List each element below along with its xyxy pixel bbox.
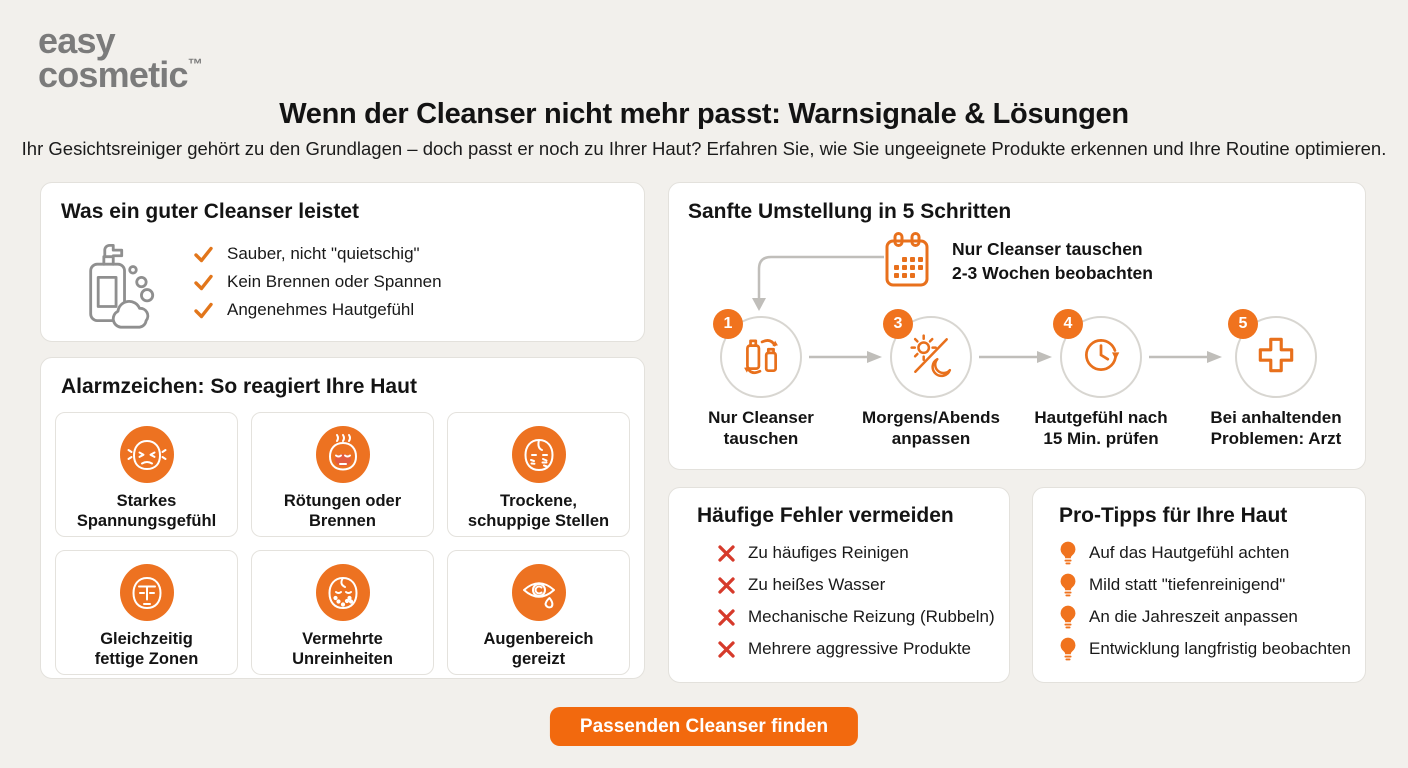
- calendar-icon: [884, 231, 930, 294]
- steps-title: Sanfte Umstellung in 5 Schritten: [688, 200, 1012, 223]
- alarm-tile-flaky: Trockene,schuppige Stellen: [447, 412, 630, 537]
- tip-item: Mild statt "tiefenreinigend": [1059, 569, 1365, 601]
- tip-item-label: Entwicklung langfristig beobachten: [1089, 639, 1351, 658]
- step-arrow-icon: [809, 351, 882, 363]
- good-cleanser-title: Was ein guter Cleanser leistet: [61, 200, 359, 223]
- face-tension-icon: [119, 426, 174, 483]
- check-item-label: Kein Brennen oder Spannen: [227, 272, 442, 291]
- irritated-eye-icon: [511, 564, 566, 621]
- tips-card: Pro-Tipps für Ihre Haut Auf das Hautgefü…: [1032, 487, 1366, 683]
- alarm-signs-card: Alarmzeichen: So reagiert Ihre Haut Star…: [40, 357, 645, 679]
- tip-item: Auf das Hautgefühl achten: [1059, 537, 1365, 569]
- check-icon: [194, 246, 213, 262]
- lightbulb-icon: [1060, 605, 1076, 629]
- step-circle: 3: [883, 309, 972, 398]
- tip-item-label: An die Jahreszeit anpassen: [1089, 607, 1298, 626]
- mistake-item-label: Zu heißes Wasser: [748, 575, 886, 594]
- lightbulb-icon: [1060, 573, 1076, 597]
- mistakes-title: Häufige Fehler vermeiden: [697, 504, 954, 527]
- step-number-badge: 5: [1228, 309, 1258, 339]
- step-circle: 1: [713, 309, 802, 398]
- bottle-swap-icon: [738, 332, 784, 383]
- tips-list: Auf das Hautgefühl achten Mild statt "ti…: [1059, 537, 1365, 665]
- steps-callout-text: Nur Cleanser tauschen 2-3 Wochen beobach…: [952, 239, 1153, 283]
- mistake-item-label: Zu häufiges Reinigen: [748, 543, 909, 562]
- face-redness-icon: [315, 426, 370, 483]
- brand-line2: cosmetic: [38, 54, 188, 96]
- check-icon: [194, 302, 213, 318]
- step-arrow-icon: [979, 351, 1052, 363]
- steps-card: Sanfte Umstellung in 5 Schritten Nur Cle…: [668, 182, 1366, 470]
- brand-line1: easy: [38, 20, 116, 61]
- good-cleanser-checklist: Sauber, nicht "quietschig" Kein Brennen …: [193, 240, 442, 335]
- mistake-item: Mechanische Reizung (Rubbeln): [717, 601, 1009, 633]
- timer-clock-icon: [1078, 332, 1124, 383]
- x-icon: [718, 640, 735, 658]
- trademark-symbol: ™: [187, 56, 203, 74]
- steps-callout: Nur Cleanser tauschen 2-3 Wochen beobach…: [884, 231, 1153, 294]
- tip-item-label: Mild statt "tiefenreinigend": [1089, 575, 1286, 594]
- page-subtitle: Ihr Gesichtsreiniger gehört zu den Grund…: [21, 138, 1387, 159]
- mistake-item: Mehrere aggressive Produkte: [717, 633, 1009, 665]
- mistakes-card: Häufige Fehler vermeiden Zu häufiges Rei…: [668, 487, 1010, 683]
- day-night-icon: [908, 332, 954, 383]
- tip-item: Entwicklung langfristig beobachten: [1059, 633, 1365, 665]
- lightbulb-icon: [1060, 541, 1076, 565]
- face-blemish-icon: [315, 564, 370, 621]
- check-icon: [194, 274, 213, 290]
- step-circle: 5: [1228, 309, 1317, 398]
- brand-logo[interactable]: easy cosmetic™: [38, 23, 203, 96]
- face-oily-tzone-icon: [119, 564, 174, 621]
- mistake-item-label: Mechanische Reizung (Rubbeln): [748, 607, 995, 626]
- mistake-item-label: Mehrere aggressive Produkte: [748, 639, 972, 658]
- check-item: Kein Brennen oder Spannen: [193, 268, 442, 296]
- step-number-badge: 3: [883, 309, 913, 339]
- alarm-signs-title: Alarmzeichen: So reagiert Ihre Haut: [61, 375, 417, 398]
- lightbulb-icon: [1060, 637, 1076, 661]
- x-icon: [718, 576, 735, 594]
- tip-item-label: Auf das Hautgefühl achten: [1089, 543, 1290, 562]
- alarm-tile-label: Trockene,schuppige Stellen: [467, 492, 610, 531]
- mistakes-list: Zu häufiges Reinigen Zu heißes Wasser Me…: [717, 537, 1009, 665]
- good-cleanser-card: Was ein guter Cleanser leistet Sauber, n…: [40, 182, 645, 342]
- mistake-item: Zu häufiges Reinigen: [717, 537, 1009, 569]
- step-arrow-icon: [1149, 351, 1222, 363]
- tips-title: Pro-Tipps für Ihre Haut: [1059, 504, 1288, 527]
- x-icon: [718, 544, 735, 562]
- check-item: Sauber, nicht "quietschig": [193, 240, 442, 268]
- step-number-badge: 4: [1053, 309, 1083, 339]
- mistake-item: Zu heißes Wasser: [717, 569, 1009, 601]
- step-circle: 4: [1053, 309, 1142, 398]
- cleanser-bottle-foam-icon: [77, 236, 157, 335]
- step-number-badge: 1: [713, 309, 743, 339]
- x-icon: [718, 608, 735, 626]
- check-item-label: Angenehmes Hautgefühl: [227, 300, 415, 319]
- check-item: Angenehmes Hautgefühl: [193, 296, 442, 324]
- face-flaky-icon: [511, 426, 566, 483]
- medical-cross-icon: [1253, 332, 1299, 383]
- check-item-label: Sauber, nicht "quietschig": [227, 244, 420, 263]
- tip-item: An die Jahreszeit anpassen: [1059, 601, 1365, 633]
- find-cleanser-button[interactable]: Passenden Cleanser finden: [549, 707, 859, 746]
- page-title: Wenn der Cleanser nicht mehr passt: Warn…: [279, 98, 1129, 130]
